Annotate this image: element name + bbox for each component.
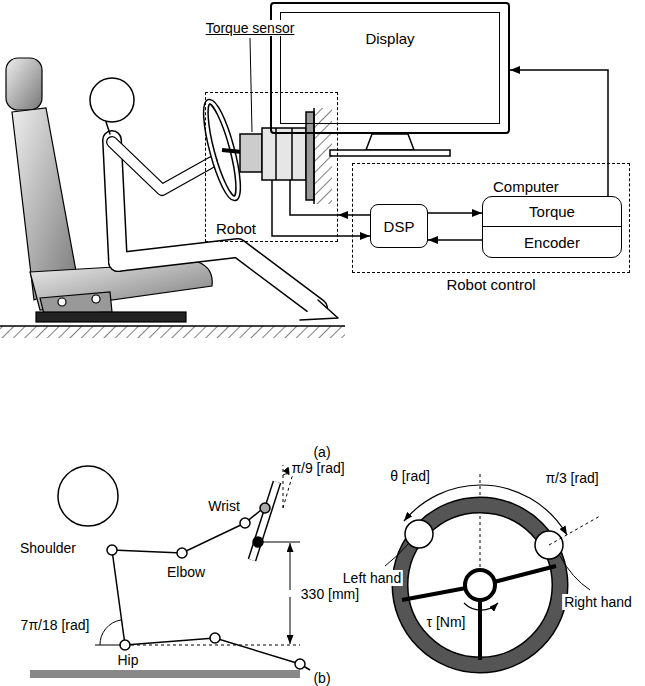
screen-frame [280, 12, 500, 124]
signal-arrow [338, 214, 370, 216]
node-label: Robot [216, 220, 256, 237]
part-label: Torque sensor [204, 20, 297, 36]
part-label: Shoulder [18, 540, 78, 556]
part-label: Hip [115, 652, 140, 668]
part-label: Right hand [562, 594, 634, 610]
part-label: τ [Nm] [425, 614, 468, 630]
control-region: Robot controlComputerTorqueEncoderDSP [352, 163, 630, 273]
part-label: (a) [311, 444, 332, 460]
steering-wheel [385, 472, 600, 665]
posture-model [58, 465, 310, 670]
signal-arrow [510, 70, 608, 196]
monitor-stand [330, 134, 450, 156]
seat [6, 58, 212, 322]
part-label: Wrist [206, 498, 242, 514]
driver-figure [90, 78, 338, 320]
display-monitor: Display [270, 2, 510, 134]
part-label: Elbow [165, 564, 207, 580]
node-label: DSP [384, 218, 415, 235]
torque-cell: Torque [482, 196, 622, 227]
node-label: Computer [493, 178, 559, 195]
node-label: Encoder [524, 234, 580, 251]
node-label: Torque [529, 203, 575, 220]
part-label: θ [rad] [388, 468, 432, 484]
node-label: Display [365, 30, 414, 47]
floor [0, 326, 345, 338]
part-label: π/3 [rad] [543, 470, 600, 486]
encoder-cell: Encoder [482, 227, 622, 258]
signal-arrow [338, 235, 370, 237]
part-label: Left hand [341, 570, 403, 586]
part-label: 7π/18 [rad] [19, 617, 92, 633]
steering-robot [128, 38, 337, 236]
signal-arrow [428, 239, 482, 241]
part-label: 330 [mm] [299, 586, 361, 602]
node-label: Robot control [446, 276, 535, 293]
part-label: (b) [311, 670, 332, 686]
signal-arrow [428, 212, 482, 214]
dsp-box: DSP [370, 204, 428, 248]
part-label: π/9 [rad] [289, 460, 346, 476]
computer-box: ComputerTorqueEncoder [482, 196, 622, 258]
floor-strip [30, 670, 300, 678]
robot-region: Robot [205, 92, 338, 242]
